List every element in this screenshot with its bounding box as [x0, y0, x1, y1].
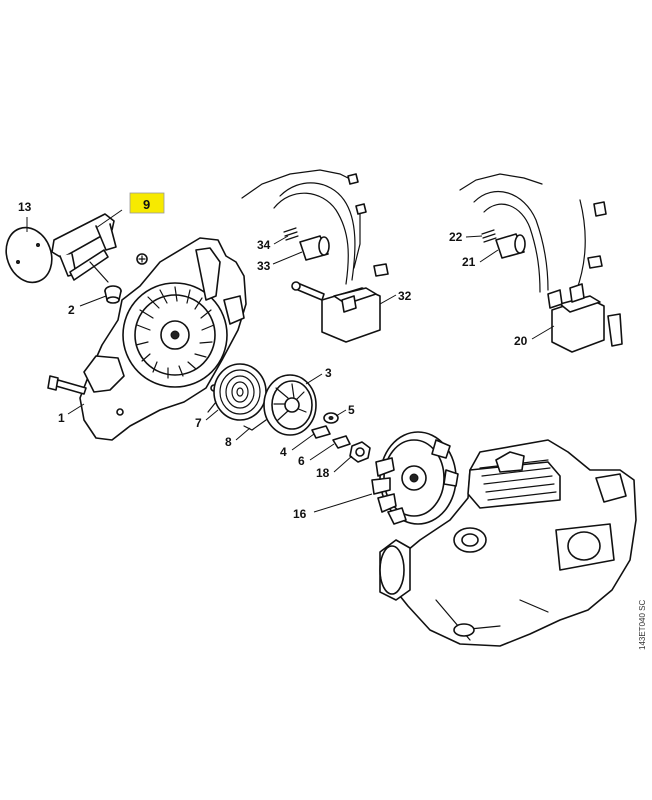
callout-18: 18 [316, 466, 330, 480]
callout-21: 21 [462, 255, 476, 269]
part-6-spring-clip [332, 435, 351, 449]
part-34-contact-spring [283, 227, 299, 241]
callout-20: 20 [514, 334, 528, 348]
figure-code: 143ET040 SC [638, 600, 647, 650]
part-21-plug-boot [495, 233, 526, 259]
callout-16: 16 [293, 507, 307, 521]
callout-9: 9 [143, 197, 150, 212]
engine-crankcase [379, 439, 637, 647]
callout-6: 6 [298, 454, 305, 468]
part-20-ignition-module [459, 173, 623, 353]
callout-4: 4 [280, 445, 287, 459]
callout-33: 33 [257, 259, 271, 273]
callout-8: 8 [225, 435, 232, 449]
part-2-rope-guide [104, 285, 122, 304]
part-13-cover-disc [5, 226, 53, 284]
part-4-pawl [311, 425, 331, 439]
part-32-ignition-module [241, 169, 389, 343]
part-18-nut [349, 441, 371, 463]
part-3-rope-rotor [243, 374, 317, 436]
callout-5: 5 [348, 403, 355, 417]
part-16-flywheel [371, 431, 459, 525]
part-5-washer [323, 412, 339, 424]
callout-34: 34 [257, 238, 271, 252]
part-1-fan-housing [79, 237, 247, 441]
part-22-contact-spring [481, 229, 497, 243]
callout-32: 32 [398, 289, 412, 303]
callout-7: 7 [195, 416, 202, 430]
leader-lines [26, 209, 555, 513]
callout-labels: 13 9 2 1 34 33 32 22 21 20 3 7 8 5 4 6 1… [18, 197, 528, 521]
callout-22: 22 [449, 230, 463, 244]
part-screw-housing [136, 253, 148, 265]
part-1-screw [47, 375, 87, 395]
callout-9-highlight [129, 192, 165, 214]
callout-2: 2 [68, 303, 75, 317]
part-33-plug-boot [299, 235, 330, 261]
part-9-starter-grip [51, 213, 117, 283]
callout-3: 3 [325, 366, 332, 380]
callout-13: 13 [18, 200, 32, 214]
callout-1: 1 [58, 411, 65, 425]
